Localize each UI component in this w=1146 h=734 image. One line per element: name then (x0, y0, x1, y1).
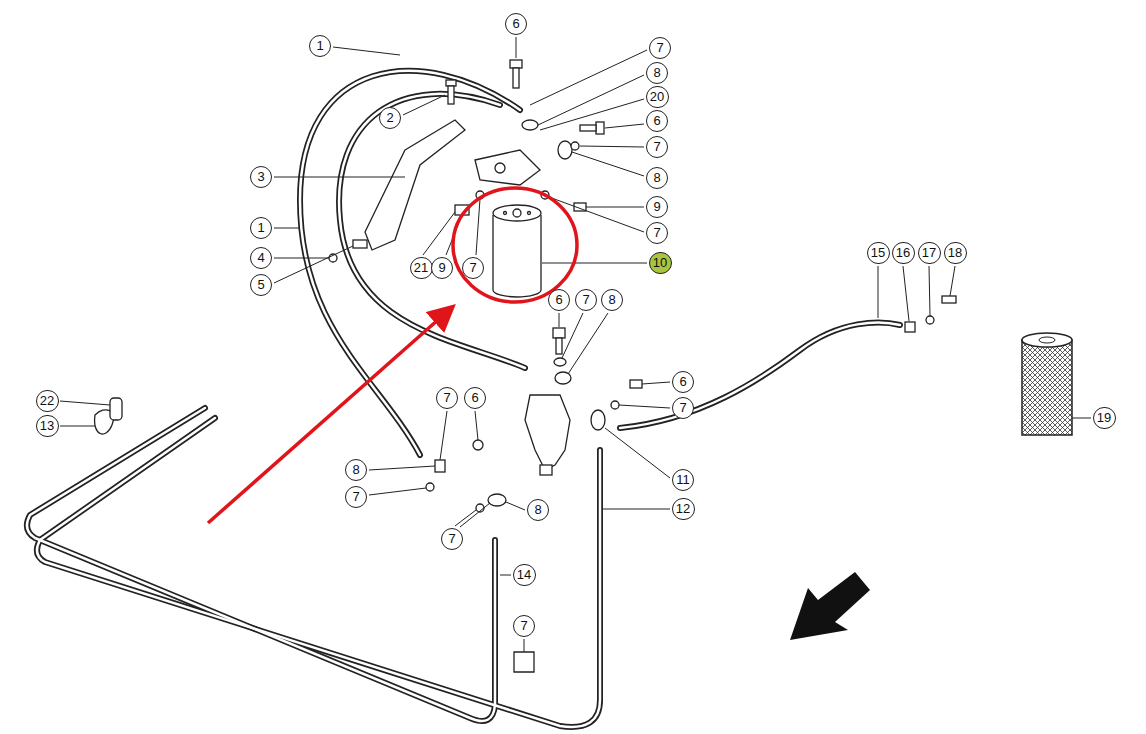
hoses (27, 71, 900, 727)
callout-number: 4 (250, 247, 272, 269)
callout-number: 10 (649, 252, 672, 274)
callout-number: 7 (462, 257, 484, 279)
callout-number: 9 (431, 257, 453, 279)
callout-number: 1 (250, 217, 272, 239)
callout-number: 8 (646, 62, 668, 84)
callout-number: 1 (309, 35, 331, 57)
callout-number: 9 (646, 196, 668, 218)
callout-number: 7 (345, 486, 367, 508)
callout-number: 7 (575, 289, 597, 311)
callout-number: 7 (672, 397, 694, 419)
callout-number: 8 (601, 289, 623, 311)
callout-number: 8 (345, 459, 367, 481)
callout-number: 12 (672, 498, 695, 520)
callout-number: 7 (649, 37, 671, 59)
callout-number: 14 (513, 564, 536, 586)
callout-number: 22 (36, 390, 59, 412)
callout-number: 6 (672, 371, 694, 393)
callout-number: 6 (505, 13, 527, 35)
callout-number: 18 (944, 242, 967, 264)
callout-number: 15 (867, 242, 890, 264)
callout-number: 7 (441, 528, 463, 550)
callout-number: 6 (548, 289, 570, 311)
highlight-arrow (208, 311, 448, 523)
callout-number: 8 (646, 167, 668, 189)
leader-lines (60, 37, 1091, 652)
callout-number: 8 (527, 499, 549, 521)
callout-number: 19 (1093, 407, 1116, 429)
filter-element (1022, 333, 1072, 435)
callout-number: 7 (646, 136, 668, 158)
callout-number: 5 (250, 274, 272, 296)
direction-arrow (790, 572, 870, 640)
callout-number: 7 (436, 387, 458, 409)
callout-number: 16 (892, 242, 915, 264)
callout-number: 21 (410, 257, 433, 279)
callout-number: 17 (918, 242, 941, 264)
callout-number: 7 (646, 222, 668, 244)
callout-number: 11 (672, 469, 694, 491)
callout-number: 3 (250, 166, 272, 188)
callout-number: 6 (646, 110, 668, 132)
callout-number: 7 (513, 615, 535, 637)
callout-number: 2 (379, 107, 401, 129)
callout-number: 13 (36, 415, 59, 437)
callout-number: 6 (464, 387, 486, 409)
callout-number: 20 (646, 86, 669, 108)
highlight-circle (453, 188, 577, 302)
parts (95, 60, 956, 672)
